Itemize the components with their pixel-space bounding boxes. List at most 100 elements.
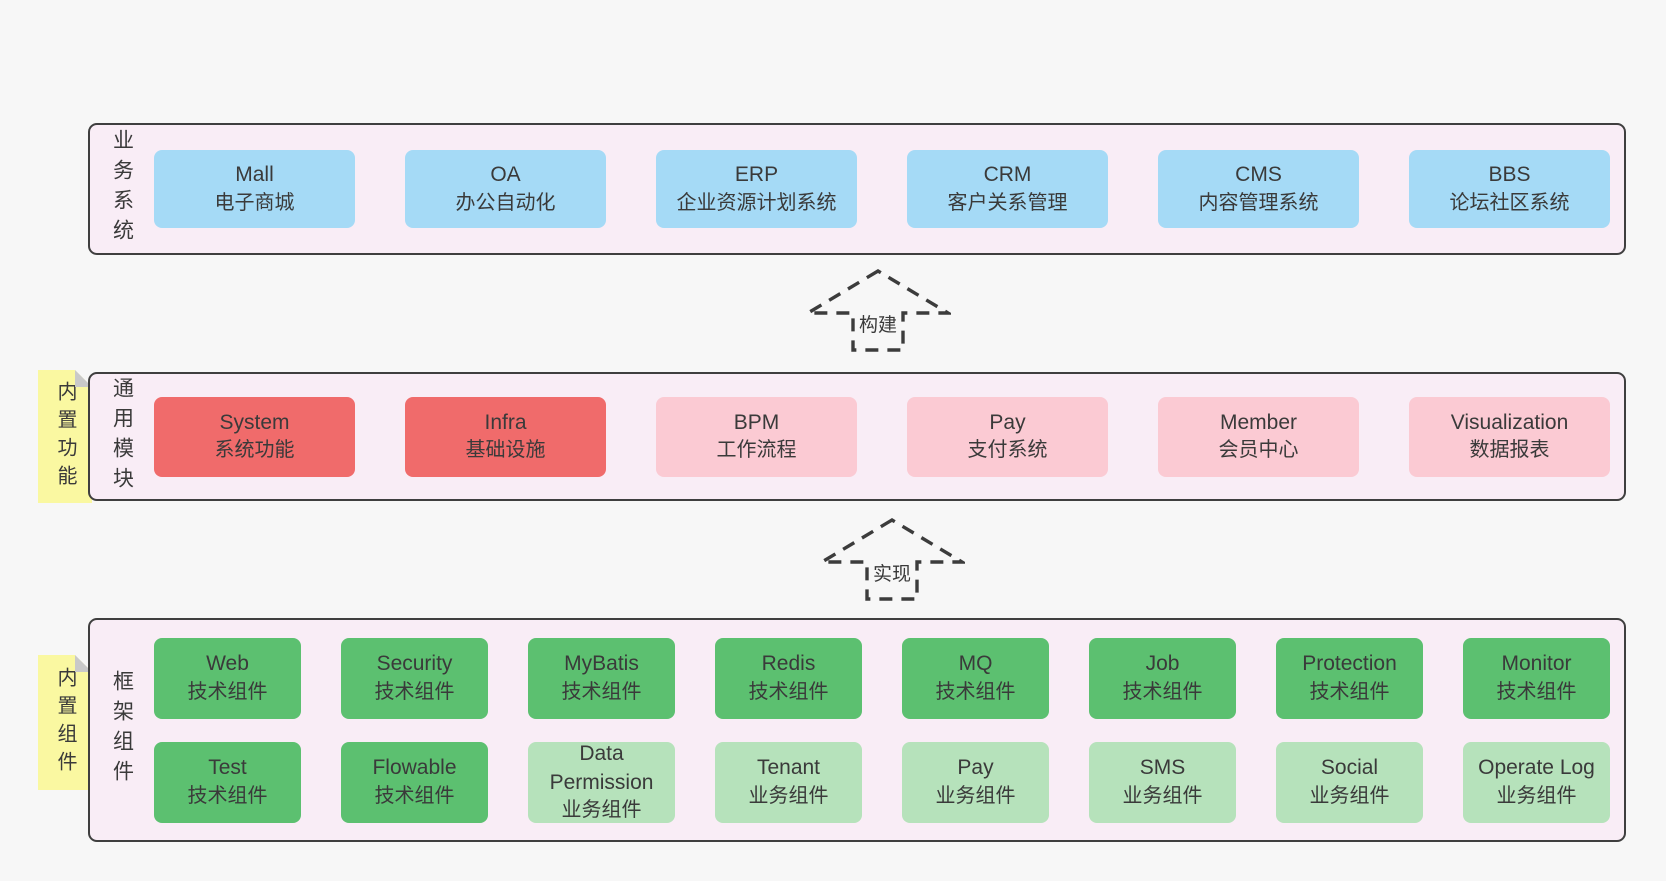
- box-mybatis: MyBatis 技术组件: [528, 637, 675, 719]
- box-protection: Protection 技术组件: [1276, 637, 1423, 719]
- arrow-label-build: 构建: [856, 315, 900, 338]
- box-name-en: SMS: [1139, 756, 1186, 780]
- box-name-zh: 电子商城: [214, 191, 295, 214]
- band-label-common-modules: 通用模块: [90, 374, 154, 499]
- box-name-zh: 业务组件: [1496, 784, 1577, 807]
- box-pay: Pay 支付系统: [907, 396, 1108, 477]
- box-bpm: BPM 工作流程: [656, 396, 857, 477]
- box-name-en: Web: [206, 652, 249, 676]
- box-test: Test 技术组件: [154, 741, 301, 823]
- box-name-en: Job: [1145, 652, 1180, 676]
- box-name-en: ERP: [734, 163, 779, 187]
- box-name-zh: 技术组件: [935, 680, 1016, 703]
- box-name-zh: 技术组件: [1309, 680, 1390, 703]
- band-framework-components: 框架组件 Web 技术组件 Security 技术组件 MyBatis 技术组件…: [88, 618, 1626, 842]
- box-name-en: Mall: [235, 163, 274, 187]
- box-row: System 系统功能 Infra 基础设施 BPM 工作流程 Pay 支付系统…: [154, 396, 1610, 477]
- box-pay: Pay 业务组件: [902, 741, 1049, 823]
- box-social: Social 业务组件: [1276, 741, 1423, 823]
- sticky-note-text: 内置组件: [54, 666, 76, 779]
- box-name-en: OA: [490, 163, 521, 187]
- box-name-zh: 系统功能: [214, 439, 295, 462]
- band-label-text: 业务系统: [110, 129, 134, 249]
- box-name-zh: 支付系统: [967, 439, 1048, 462]
- box-name-en: Pay: [957, 756, 994, 780]
- box-name-en: Protection: [1302, 652, 1397, 676]
- box-name-en: System: [219, 410, 290, 434]
- box-name-zh: 技术组件: [187, 784, 268, 807]
- box-name-zh: 技术组件: [1496, 680, 1577, 703]
- sticky-note-text: 内置功能: [54, 380, 76, 493]
- box-visualization: Visualization 数据报表: [1409, 396, 1610, 477]
- box-infra: Infra 基础设施: [405, 396, 606, 477]
- box-name-zh: 论坛社区系统: [1449, 191, 1570, 214]
- box-name-zh: 技术组件: [187, 680, 268, 703]
- sticky-note-built-in-features: 内置功能: [38, 370, 92, 503]
- arrow-label-implement: 实现: [870, 564, 914, 587]
- box-name-en: CMS: [1235, 163, 1282, 187]
- box-mall: Mall 电子商城: [154, 150, 355, 228]
- band-content-modules: System 系统功能 Infra 基础设施 BPM 工作流程 Pay 支付系统…: [154, 374, 1624, 499]
- box-cms: CMS 内容管理系统: [1158, 150, 1359, 228]
- box-name-zh: 技术组件: [561, 680, 642, 703]
- box-name-en: Redis: [761, 652, 816, 676]
- box-name-en: Operate Log: [1478, 756, 1595, 780]
- box-name-zh: 业务组件: [561, 798, 642, 821]
- box-flowable: Flowable 技术组件: [341, 741, 488, 823]
- box-row: Mall 电子商城 OA 办公自动化 ERP 企业资源计划系统 CRM 客户关系…: [154, 150, 1610, 228]
- box-name-zh: 技术组件: [374, 784, 455, 807]
- box-name-zh: 办公自动化: [455, 191, 556, 214]
- box-name-en: MyBatis: [564, 652, 639, 676]
- box-name-en: Pay: [989, 410, 1026, 434]
- box-name-zh: 业务组件: [1122, 784, 1203, 807]
- box-data-permission: Data Permission 业务组件: [528, 741, 675, 823]
- band-label-framework-components: 框架组件: [90, 620, 154, 840]
- box-name-zh: 技术组件: [374, 680, 455, 703]
- band-business-systems: 业务系统 Mall 电子商城 OA 办公自动化 ERP 企业资源计划系统 CRM…: [88, 123, 1626, 255]
- box-name-zh: 客户关系管理: [947, 191, 1068, 214]
- box-name-en: Flowable: [372, 756, 457, 780]
- box-name-en: Data Permission: [549, 742, 654, 794]
- band-content-components: Web 技术组件 Security 技术组件 MyBatis 技术组件 Redi…: [154, 620, 1624, 840]
- box-name-zh: 业务组件: [1309, 784, 1390, 807]
- box-name-zh: 数据报表: [1469, 439, 1550, 462]
- box-name-zh: 会员中心: [1218, 439, 1299, 462]
- box-name-zh: 技术组件: [748, 680, 829, 703]
- box-mq: MQ 技术组件: [902, 637, 1049, 719]
- box-name-en: Infra: [484, 410, 527, 434]
- box-name-en: BBS: [1488, 163, 1531, 187]
- box-name-en: Member: [1219, 410, 1298, 434]
- dashed-up-arrow-icon: [819, 518, 965, 601]
- box-member: Member 会员中心: [1158, 396, 1359, 477]
- box-name-zh: 业务组件: [935, 784, 1016, 807]
- box-name-en: BPM: [733, 410, 780, 434]
- arrow-build: 构建: [805, 268, 951, 353]
- box-system: System 系统功能: [154, 396, 355, 477]
- band-common-modules: 通用模块 System 系统功能 Infra 基础设施 BPM 工作流程 Pay…: [88, 372, 1626, 501]
- box-name-zh: 技术组件: [1122, 680, 1203, 703]
- box-name-zh: 业务组件: [748, 784, 829, 807]
- box-security: Security 技术组件: [341, 637, 488, 719]
- box-name-zh: 企业资源计划系统: [676, 191, 837, 214]
- box-name-zh: 工作流程: [716, 439, 797, 462]
- box-oa: OA 办公自动化: [405, 150, 606, 228]
- box-web: Web 技术组件: [154, 637, 301, 719]
- box-sms: SMS 业务组件: [1089, 741, 1236, 823]
- box-operate-log: Operate Log 业务组件: [1463, 741, 1610, 823]
- band-label-business-systems: 业务系统: [90, 125, 154, 253]
- box-job: Job 技术组件: [1089, 637, 1236, 719]
- box-name-en: Test: [208, 756, 247, 780]
- box-monitor: Monitor 技术组件: [1463, 637, 1610, 719]
- box-redis: Redis 技术组件: [715, 637, 862, 719]
- band-label-text: 通用模块: [110, 376, 134, 497]
- box-name-en: Security: [376, 652, 453, 676]
- box-row: Web 技术组件 Security 技术组件 MyBatis 技术组件 Redi…: [154, 637, 1610, 719]
- box-name-zh: 内容管理系统: [1198, 191, 1319, 214]
- sticky-note-built-in-components: 内置组件: [38, 655, 92, 790]
- box-name-en: Visualization: [1450, 410, 1569, 434]
- arrow-implement: 实现: [819, 517, 965, 602]
- box-name-zh: 基础设施: [465, 439, 546, 462]
- dashed-up-arrow-icon: [805, 269, 951, 352]
- box-bbs: BBS 论坛社区系统: [1409, 150, 1610, 228]
